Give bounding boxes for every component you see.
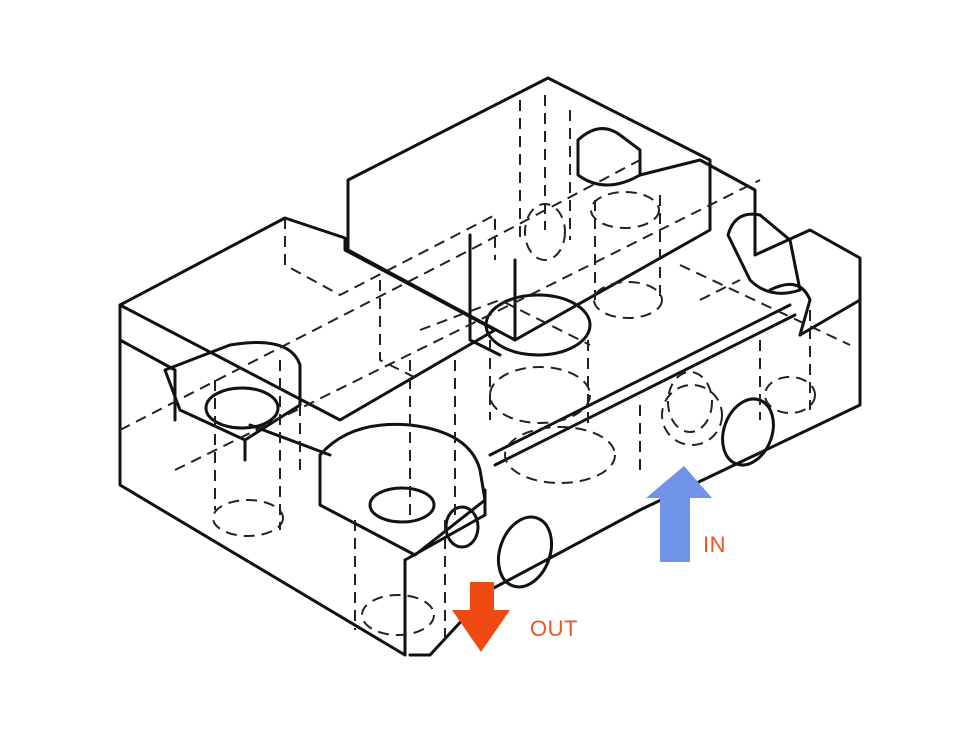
in-arrow	[646, 466, 712, 562]
hidden-lines	[119, 95, 851, 640]
out-label: OUT	[530, 616, 578, 641]
in-arrow-icon	[646, 466, 712, 562]
out-arrow-icon	[452, 582, 510, 652]
out-arrow	[452, 582, 510, 652]
in-label: IN	[703, 532, 726, 557]
block-outline	[118, 76, 862, 657]
